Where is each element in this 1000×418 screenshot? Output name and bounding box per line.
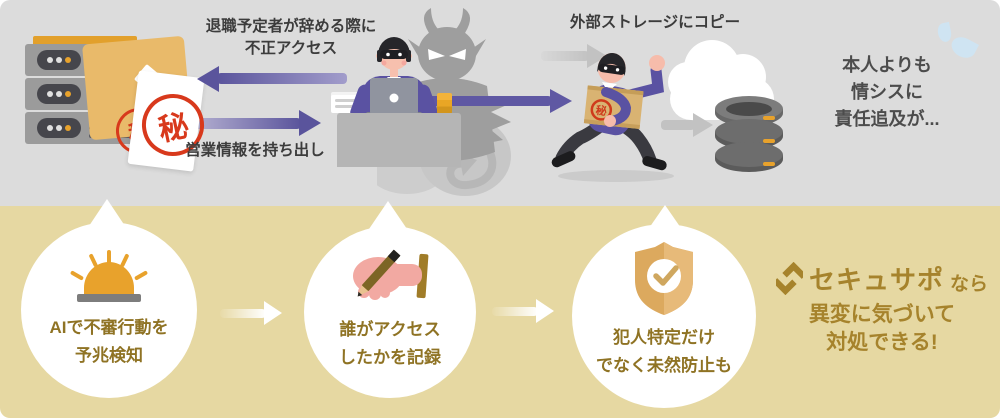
alarm-light-icon <box>70 250 148 302</box>
database-icon <box>715 96 783 172</box>
white-arrow-2 <box>492 299 554 323</box>
white-arrow-1 <box>220 301 282 325</box>
unauthorized-access-arrow <box>197 66 347 92</box>
writing-hand-icon <box>353 249 429 300</box>
brand-name: セキュサポ <box>808 265 944 295</box>
blame-label: 本人よりも 情シスに 責任追及が... <box>810 52 964 133</box>
takeout-label: 営業情報を持ち出し <box>185 142 325 159</box>
coffee-cup-icon <box>437 93 452 115</box>
brand-line3: 対処できる! <box>826 331 938 354</box>
secret-stamp-box: 秘 <box>595 103 607 118</box>
step-bubble-record: 誰がアクセス したかを記録 <box>304 226 476 398</box>
secusapo-logo-icon <box>775 262 803 295</box>
brand-line2: 異変に気づいて <box>808 303 956 326</box>
step-text-record: 誰がアクセス したかを記録 <box>339 320 441 367</box>
access-label-line1: 退職予定者が辞める際に <box>205 18 377 35</box>
exfiltration-arrow <box>426 89 572 113</box>
blame-line3: 責任追及が... <box>834 109 940 129</box>
server-top-bar <box>33 36 137 46</box>
step-bubble-prevent: 犯人特定だけ でなく未然防止も <box>572 224 756 408</box>
step-text-detect: AIで不審行動を 予兆検知 <box>49 318 169 365</box>
takeout-arrow <box>183 110 323 136</box>
desk <box>337 113 461 167</box>
access-label: 退職予定者が辞める際に 不正アクセス <box>196 16 386 60</box>
running-thief-icon: 秘 <box>551 52 674 182</box>
step-bubble-detect: AIで不審行動を 予兆検知 <box>21 222 197 398</box>
copy-label: 外部ストレージにコピー <box>569 14 741 31</box>
brand-suffix: なら <box>950 273 989 295</box>
blame-line2: 情シスに <box>851 82 923 102</box>
gray-arrow-2 <box>661 112 713 138</box>
brand-block: セキュサポ なら 異変に気づいて 対処できる! <box>762 260 1000 357</box>
blame-line1: 本人よりも <box>842 55 932 75</box>
access-label-line2: 不正アクセス <box>244 40 338 57</box>
brand-row: セキュサポ なら <box>762 260 1000 297</box>
shield-check-icon <box>635 242 693 315</box>
step-text-prevent: 犯人特定だけ でなく未然防止も <box>596 328 732 375</box>
